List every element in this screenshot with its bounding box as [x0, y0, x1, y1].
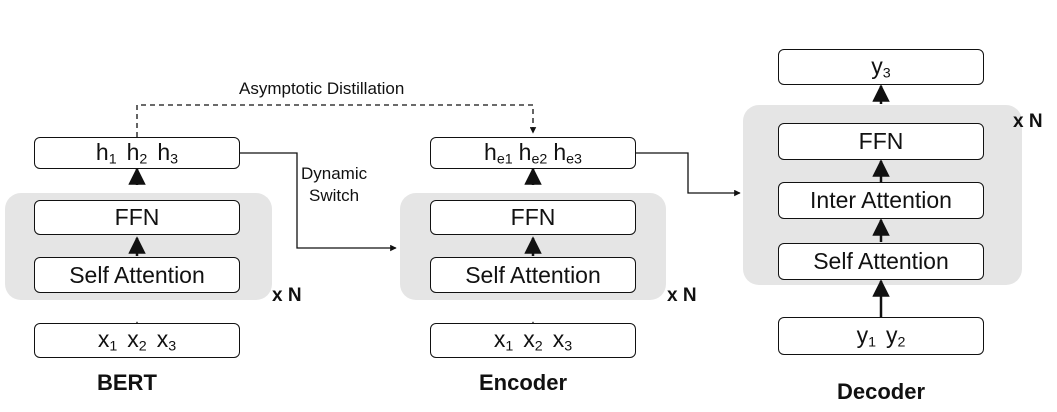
bert-input: x1 x2 x3 — [34, 323, 240, 358]
decoder-y3: y3 — [871, 52, 891, 82]
encoder-repeat-label: x N — [667, 285, 697, 306]
encoder-x1: x1 — [493, 326, 514, 355]
decoder-self-attention: Self Attention — [778, 243, 984, 280]
bert-x1: x1 — [97, 326, 118, 355]
bert-h1: h1 — [95, 138, 117, 168]
encoder-input: x1 x2 x3 — [430, 323, 636, 358]
distillation-label: Asymptotic Distillation — [239, 79, 405, 98]
dynamic-switch-label-line1: Dynamic — [301, 164, 368, 183]
encoder-hidden-states: he1 he2 he3 — [430, 137, 636, 169]
decoder-y2: y2 — [886, 321, 906, 351]
encoder-x2: x2 — [523, 326, 543, 355]
bert-x3: x3 — [156, 326, 177, 355]
bert-x2: x2 — [127, 326, 147, 355]
dynamic-switch-label-line2: Switch — [309, 186, 360, 205]
encoder-x3: x3 — [552, 326, 573, 355]
bert-hidden-states: h1 h2 h3 — [34, 137, 240, 169]
encoder-he1: he1 — [484, 138, 513, 168]
decoder-label: Decoder — [837, 379, 926, 404]
bert-label: BERT — [97, 370, 157, 395]
bert-h2: h2 — [126, 138, 148, 168]
encoder-he2: he2 — [518, 138, 548, 168]
decoder-inter-attention: Inter Attention — [778, 182, 984, 219]
bert-h3: h3 — [157, 138, 179, 168]
bert-ffn: FFN — [34, 200, 240, 235]
bert-self-attention: Self Attention — [34, 257, 240, 293]
encoder-he3: he3 — [553, 138, 582, 168]
dynamic-switch-label: Dynamic Switch — [301, 163, 367, 207]
decoder-y1: y1 — [856, 321, 876, 351]
decoder-repeat-label: x N — [1013, 111, 1043, 132]
encoder-self-attention: Self Attention — [430, 257, 636, 293]
decoder-ffn: FFN — [778, 123, 984, 160]
bert-repeat-label: x N — [272, 285, 302, 306]
decoder-input: y1 y2 — [778, 317, 984, 355]
decoder-output: y3 — [778, 49, 984, 85]
encoder-label: Encoder — [479, 370, 568, 395]
encoder-ffn: FFN — [430, 200, 636, 235]
